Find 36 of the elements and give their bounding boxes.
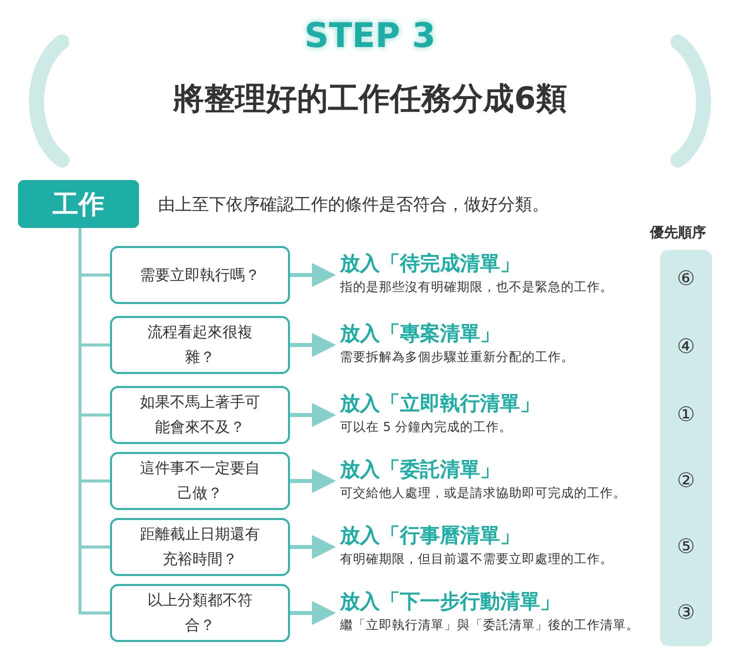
list-description: 可以在 5 分鐘內完成的工作。 — [340, 419, 513, 436]
arrow — [290, 469, 336, 493]
priority-number: ② — [676, 468, 696, 492]
category-box: 工作 — [18, 180, 139, 228]
question-box: 如果不馬上著手可能會來不及？ — [110, 386, 290, 444]
list-heading: 放入「立即執行清單」 — [340, 390, 540, 417]
question-box: 這件事不一定要自己做？ — [110, 452, 290, 510]
question-box: 以上分類都不符合？ — [110, 584, 290, 642]
arrow — [290, 601, 336, 625]
arrow — [290, 263, 336, 287]
priority-number: ① — [676, 402, 696, 426]
arrow — [290, 333, 336, 357]
arrow — [290, 403, 336, 427]
question-box: 需要立即執行嗎？ — [110, 246, 290, 304]
priority-number: ③ — [676, 600, 696, 624]
description: 由上至下依序確認工作的條件是否符合，做好分類。 — [158, 194, 549, 216]
question-box: 距離截止日期還有充裕時間？ — [110, 518, 290, 576]
list-description: 可交給他人處理，或是請求協助即可完成的工作。 — [340, 485, 626, 502]
list-description: 繼「立即執行清單」與「委託清單」後的工作清單。 — [340, 617, 639, 634]
list-heading: 放入「專案清單」 — [340, 320, 501, 347]
title: 將整理好的工作任務分成6類 — [172, 80, 568, 119]
list-description: 指的是那些沒有明確期限，也不是緊急的工作。 — [340, 279, 613, 296]
list-heading: 放入「待完成清單」 — [340, 250, 521, 277]
list-description: 有明確期限，但目前還不需要立即處理的工作。 — [340, 551, 613, 568]
question-box: 流程看起來很複雜？ — [110, 316, 290, 374]
list-heading: 放入「委託清單」 — [340, 456, 501, 483]
list-description: 需要拆解為多個步驟並重新分配的工作。 — [340, 349, 574, 366]
list-heading: 放入「下一步行動清單」 — [340, 588, 561, 615]
arrow — [290, 535, 336, 559]
connector-line — [78, 228, 110, 614]
priority-number: ⑤ — [676, 534, 696, 558]
column-heading: 優先順序 — [650, 224, 706, 242]
list-heading: 放入「行事曆清單」 — [340, 522, 521, 549]
priority-number: ④ — [676, 334, 696, 358]
step-heading: STEP 3 — [303, 16, 437, 56]
priority-number: ⑥ — [676, 266, 696, 290]
